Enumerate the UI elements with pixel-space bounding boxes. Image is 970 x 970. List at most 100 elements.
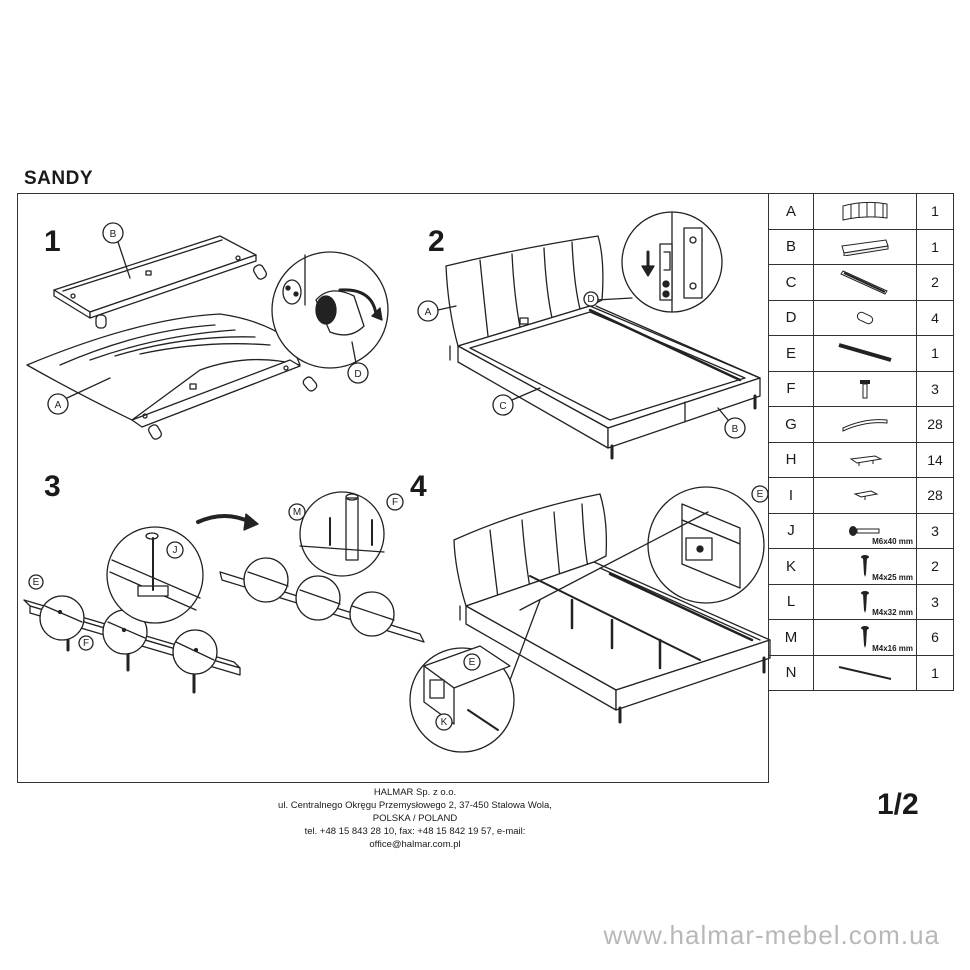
step-2-illustration [418, 212, 760, 458]
part-letter: M [768, 619, 814, 656]
part-quantity: 3 [916, 370, 954, 407]
part-picture-cell [813, 299, 917, 336]
part-picture-cell: M6x40 mm [813, 512, 917, 549]
part-picture-cell [813, 441, 917, 478]
headboard-icon [814, 200, 916, 222]
step-number-2: 2 [428, 225, 445, 258]
part-letter: F [768, 370, 814, 407]
part-picture-cell: M4x16 mm [813, 619, 917, 656]
part-size: M4x25 mm [872, 572, 913, 582]
part-letter: J [768, 512, 814, 549]
company-contact: tel. +48 15 843 28 10, fax: +48 15 842 1… [304, 826, 526, 850]
part-quantity: 1 [916, 654, 954, 691]
part-picture-cell [813, 370, 917, 407]
callout-letter: K [441, 717, 448, 728]
part-letter: C [768, 264, 814, 301]
part-picture-cell: M4x32 mm [813, 583, 917, 620]
step-number-1: 1 [44, 225, 61, 258]
callout-letter: M [293, 507, 301, 518]
product-title: SANDY [24, 168, 94, 189]
part-size: M4x32 mm [872, 608, 913, 617]
part-picture-cell [813, 228, 917, 265]
part-quantity: 3 [916, 512, 954, 549]
part-picture-cell [813, 335, 917, 372]
part-quantity: 2 [916, 264, 954, 301]
parts-row: H 14 [768, 441, 954, 478]
part-letter: E [768, 335, 814, 372]
part-quantity: 3 [916, 583, 954, 620]
leg-icon [814, 310, 916, 326]
callout-letter: D [354, 369, 361, 380]
part-letter: G [768, 406, 814, 443]
callout-letter: A [425, 307, 432, 318]
footboard-drawing [54, 236, 268, 328]
part-quantity: 4 [916, 299, 954, 336]
part-picture-cell [813, 406, 917, 443]
company-address: ul. Centralnego Okręgu Przemysłowego 2, … [278, 800, 552, 824]
part-picture-cell: M4x25 mm [813, 548, 917, 585]
part-picture-cell [813, 654, 917, 691]
center-beam-icon [814, 343, 916, 363]
part-picture-cell [813, 477, 917, 514]
callout-letter: C [499, 401, 506, 412]
part-quantity: 1 [916, 193, 954, 230]
parts-row: G 28 [768, 406, 954, 443]
screw-icon [814, 625, 916, 649]
rod-icon [814, 665, 916, 681]
part-quantity: 6 [916, 619, 954, 656]
step-number-4: 4 [410, 470, 427, 503]
company-name: HALMAR Sp. z o.o. [373, 787, 457, 798]
headboard-lying-drawing [27, 314, 318, 441]
callout-letter: B [732, 424, 739, 435]
slat-icon [814, 416, 916, 433]
callout-letter: E [757, 489, 764, 500]
callout-letter: J [173, 545, 178, 556]
leg-detail-circle [272, 252, 388, 368]
step-number-3: 3 [44, 470, 61, 503]
part-quantity: 2 [916, 548, 954, 585]
callout-letter: D [587, 294, 594, 305]
callout-letter: F [392, 497, 398, 508]
step-1-illustration [27, 223, 388, 441]
support-foot-icon [814, 378, 916, 400]
part-quantity: 28 [916, 406, 954, 443]
side-rail-icon [814, 269, 916, 295]
step-3-illustration [24, 514, 424, 692]
part-picture-cell [813, 264, 917, 301]
part-quantity: 28 [916, 477, 954, 514]
company-footer: HALMAR Sp. z o.o. ul. Centralnego Okręgu… [270, 786, 560, 851]
part-quantity: 1 [916, 335, 954, 372]
screw-icon [814, 554, 916, 578]
part-letter: N [768, 654, 814, 691]
part-letter: L [768, 583, 814, 620]
screw-icon [814, 590, 916, 614]
part-letter: D [768, 299, 814, 336]
part-quantity: 14 [916, 441, 954, 478]
callout-letter: E [33, 577, 40, 588]
part-letter: H [768, 441, 814, 478]
page-number: 1/2 [877, 788, 919, 821]
part-size: M6x40 mm [872, 537, 913, 546]
callout-letter: F [83, 638, 89, 649]
part-picture-cell [813, 193, 917, 230]
footboard-panel-icon [814, 238, 916, 256]
bolt-icon [814, 525, 916, 537]
step-4-illustration [289, 486, 770, 752]
callout-letter: B [110, 229, 117, 240]
part-quantity: 1 [916, 228, 954, 265]
part-letter: A [768, 193, 814, 230]
